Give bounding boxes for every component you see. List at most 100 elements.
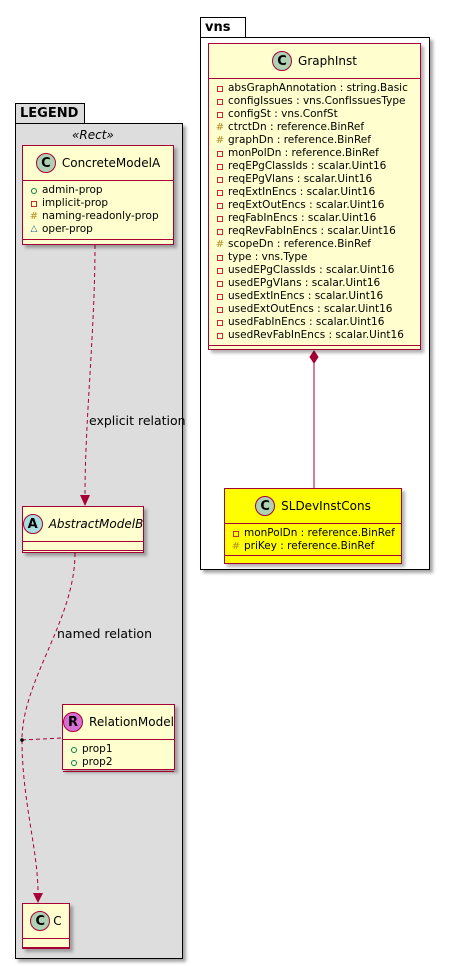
- private-visibility-icon: [215, 332, 225, 339]
- attribute-text: prop2: [82, 756, 113, 768]
- package-title-vns: vns: [205, 20, 231, 35]
- attribute-row: #graphDn : reference.BinRef: [215, 134, 414, 147]
- class-c-icon: C: [35, 153, 56, 173]
- attribute-text: reqExtInEncs : scalar.Uint16: [228, 186, 376, 198]
- private-visibility-icon: [215, 228, 225, 235]
- public-visibility-icon: [29, 187, 39, 194]
- attribute-text: usedEPgVlans : scalar.Uint16: [228, 277, 381, 289]
- private-visibility-icon: [215, 254, 225, 261]
- public-visibility-icon: [69, 759, 79, 766]
- class-graph-inst-header: C GraphInst: [209, 44, 420, 79]
- attribute-row: usedExtInEncs : scalar.Uint16: [215, 290, 414, 303]
- attribute-text: reqEPgClassIds : scalar.Uint16: [228, 160, 387, 172]
- attribute-text: usedRevFabInEncs : scalar.Uint16: [228, 329, 404, 341]
- private-visibility-icon: [215, 163, 225, 170]
- attribute-text: graphDn : reference.BinRef: [228, 134, 371, 146]
- private-visibility-icon: [215, 293, 225, 300]
- class-c-header: C C: [23, 904, 69, 939]
- attribute-row: usedFabInEncs : scalar.Uint16: [215, 316, 414, 329]
- class-sl-dev-inst-cons-name: SLDevInstCons: [281, 499, 371, 513]
- legend-stereotype: «Rect»: [72, 128, 114, 142]
- attribute-text: type : vns.Type: [228, 251, 308, 263]
- named-relation-line-b: [21, 739, 39, 894]
- relation-r-icon: R: [63, 712, 84, 732]
- class-abstract-model-b-name: AbstractModelB: [48, 517, 144, 531]
- attribute-text: usedExtInEncs : scalar.Uint16: [228, 290, 384, 302]
- class-abstract-model-b-attributes: [23, 542, 143, 551]
- attribute-row: monPolDn : reference.BinRef: [215, 147, 414, 160]
- attribute-text: reqFabInEncs : scalar.Uint16: [228, 212, 377, 224]
- class-sl-dev-inst-cons: C SLDevInstCons monPolDn : reference.Bin…: [224, 488, 402, 564]
- attribute-text: naming-readonly-prop: [42, 210, 159, 222]
- class-graph-inst-name: GraphInst: [298, 54, 357, 68]
- named-relation-arrow: [33, 893, 43, 903]
- abstract-class-a-icon: A: [22, 514, 43, 534]
- private-visibility-icon: [215, 111, 225, 118]
- private-visibility-icon: [29, 200, 39, 207]
- class-c: C C: [22, 903, 70, 949]
- explicit-relation-label: explicit relation: [89, 413, 186, 428]
- class-c-icon: C: [272, 51, 293, 71]
- attribute-text: implicit-prop: [42, 197, 109, 209]
- class-sl-dev-inst-cons-attributes: monPolDn : reference.BinRef#priKey : ref…: [225, 524, 401, 556]
- private-visibility-icon: [215, 267, 225, 274]
- class-abstract-model-b-header: A AbstractModelB: [22, 507, 144, 542]
- attribute-row: prop1: [69, 743, 168, 756]
- protected-visibility-icon: #: [215, 238, 225, 250]
- attribute-row: monPolDn : reference.BinRef: [231, 527, 395, 540]
- association-point: [20, 738, 24, 742]
- attribute-row: reqFabInEncs : scalar.Uint16: [215, 212, 414, 225]
- public-visibility-icon: [69, 746, 79, 753]
- attribute-row: absGraphAnnotation : string.Basic: [215, 82, 414, 95]
- attribute-row: #naming-readonly-prop: [29, 210, 167, 223]
- private-visibility-icon: [215, 202, 225, 209]
- protected-visibility-icon: #: [215, 121, 225, 133]
- class-c-attributes: [23, 939, 69, 948]
- class-c-name: C: [53, 914, 62, 928]
- composition-diamond: [309, 350, 319, 364]
- attribute-text: configIssues : vns.ConfIssuesType: [228, 95, 406, 107]
- private-visibility-icon: [231, 530, 241, 537]
- attribute-text: oper-prop: [42, 223, 93, 235]
- private-visibility-icon: [215, 189, 225, 196]
- private-visibility-icon: [215, 215, 225, 222]
- attribute-row: prop2: [69, 756, 168, 769]
- package-tab-legend: LEGEND: [15, 103, 85, 124]
- package-tab-vns: vns: [200, 17, 246, 38]
- private-visibility-icon: [215, 280, 225, 287]
- attribute-text: usedFabInEncs : scalar.Uint16: [228, 316, 385, 328]
- attribute-row: reqExtOutEncs : scalar.Uint16: [215, 199, 414, 212]
- class-relation-model-name: RelationModel: [89, 715, 174, 729]
- class-abstract-model-b: A AbstractModelB: [22, 506, 144, 553]
- class-c-icon: C: [30, 911, 51, 931]
- attribute-text: usedEPgClassIds : scalar.Uint16: [228, 264, 395, 276]
- protected-visibility-icon: #: [29, 210, 39, 222]
- attribute-row: reqEPgVlans : scalar.Uint16: [215, 173, 414, 186]
- attribute-text: monPolDn : reference.BinRef: [228, 147, 379, 159]
- explicit-relation-arrow: [80, 495, 90, 506]
- attribute-text: admin-prop: [42, 184, 103, 196]
- named-relation-label: named relation: [57, 626, 152, 641]
- attribute-text: absGraphAnnotation : string.Basic: [228, 82, 408, 94]
- attribute-text: usedExtOutEncs : scalar.Uint16: [228, 303, 393, 315]
- attribute-text: reqExtOutEncs : scalar.Uint16: [228, 199, 385, 211]
- attribute-row: reqRevFabInEncs : scalar.Uint16: [215, 225, 414, 238]
- attribute-row: type : vns.Type: [215, 251, 414, 264]
- attribute-text: ctrctDn : reference.BinRef: [228, 121, 365, 133]
- package-title-legend: LEGEND: [20, 106, 79, 121]
- attribute-row: usedEPgVlans : scalar.Uint16: [215, 277, 414, 290]
- package-visibility-icon: △: [30, 224, 38, 234]
- attribute-row: reqExtInEncs : scalar.Uint16: [215, 186, 414, 199]
- attribute-row: reqEPgClassIds : scalar.Uint16: [215, 160, 414, 173]
- private-visibility-icon: [215, 98, 225, 105]
- attribute-row: #scopeDn : reference.BinRef: [215, 238, 414, 251]
- private-visibility-icon: [215, 85, 225, 92]
- attribute-row: admin-prop: [29, 184, 167, 197]
- protected-visibility-icon: #: [215, 134, 225, 146]
- attribute-row: configIssues : vns.ConfIssuesType: [215, 95, 414, 108]
